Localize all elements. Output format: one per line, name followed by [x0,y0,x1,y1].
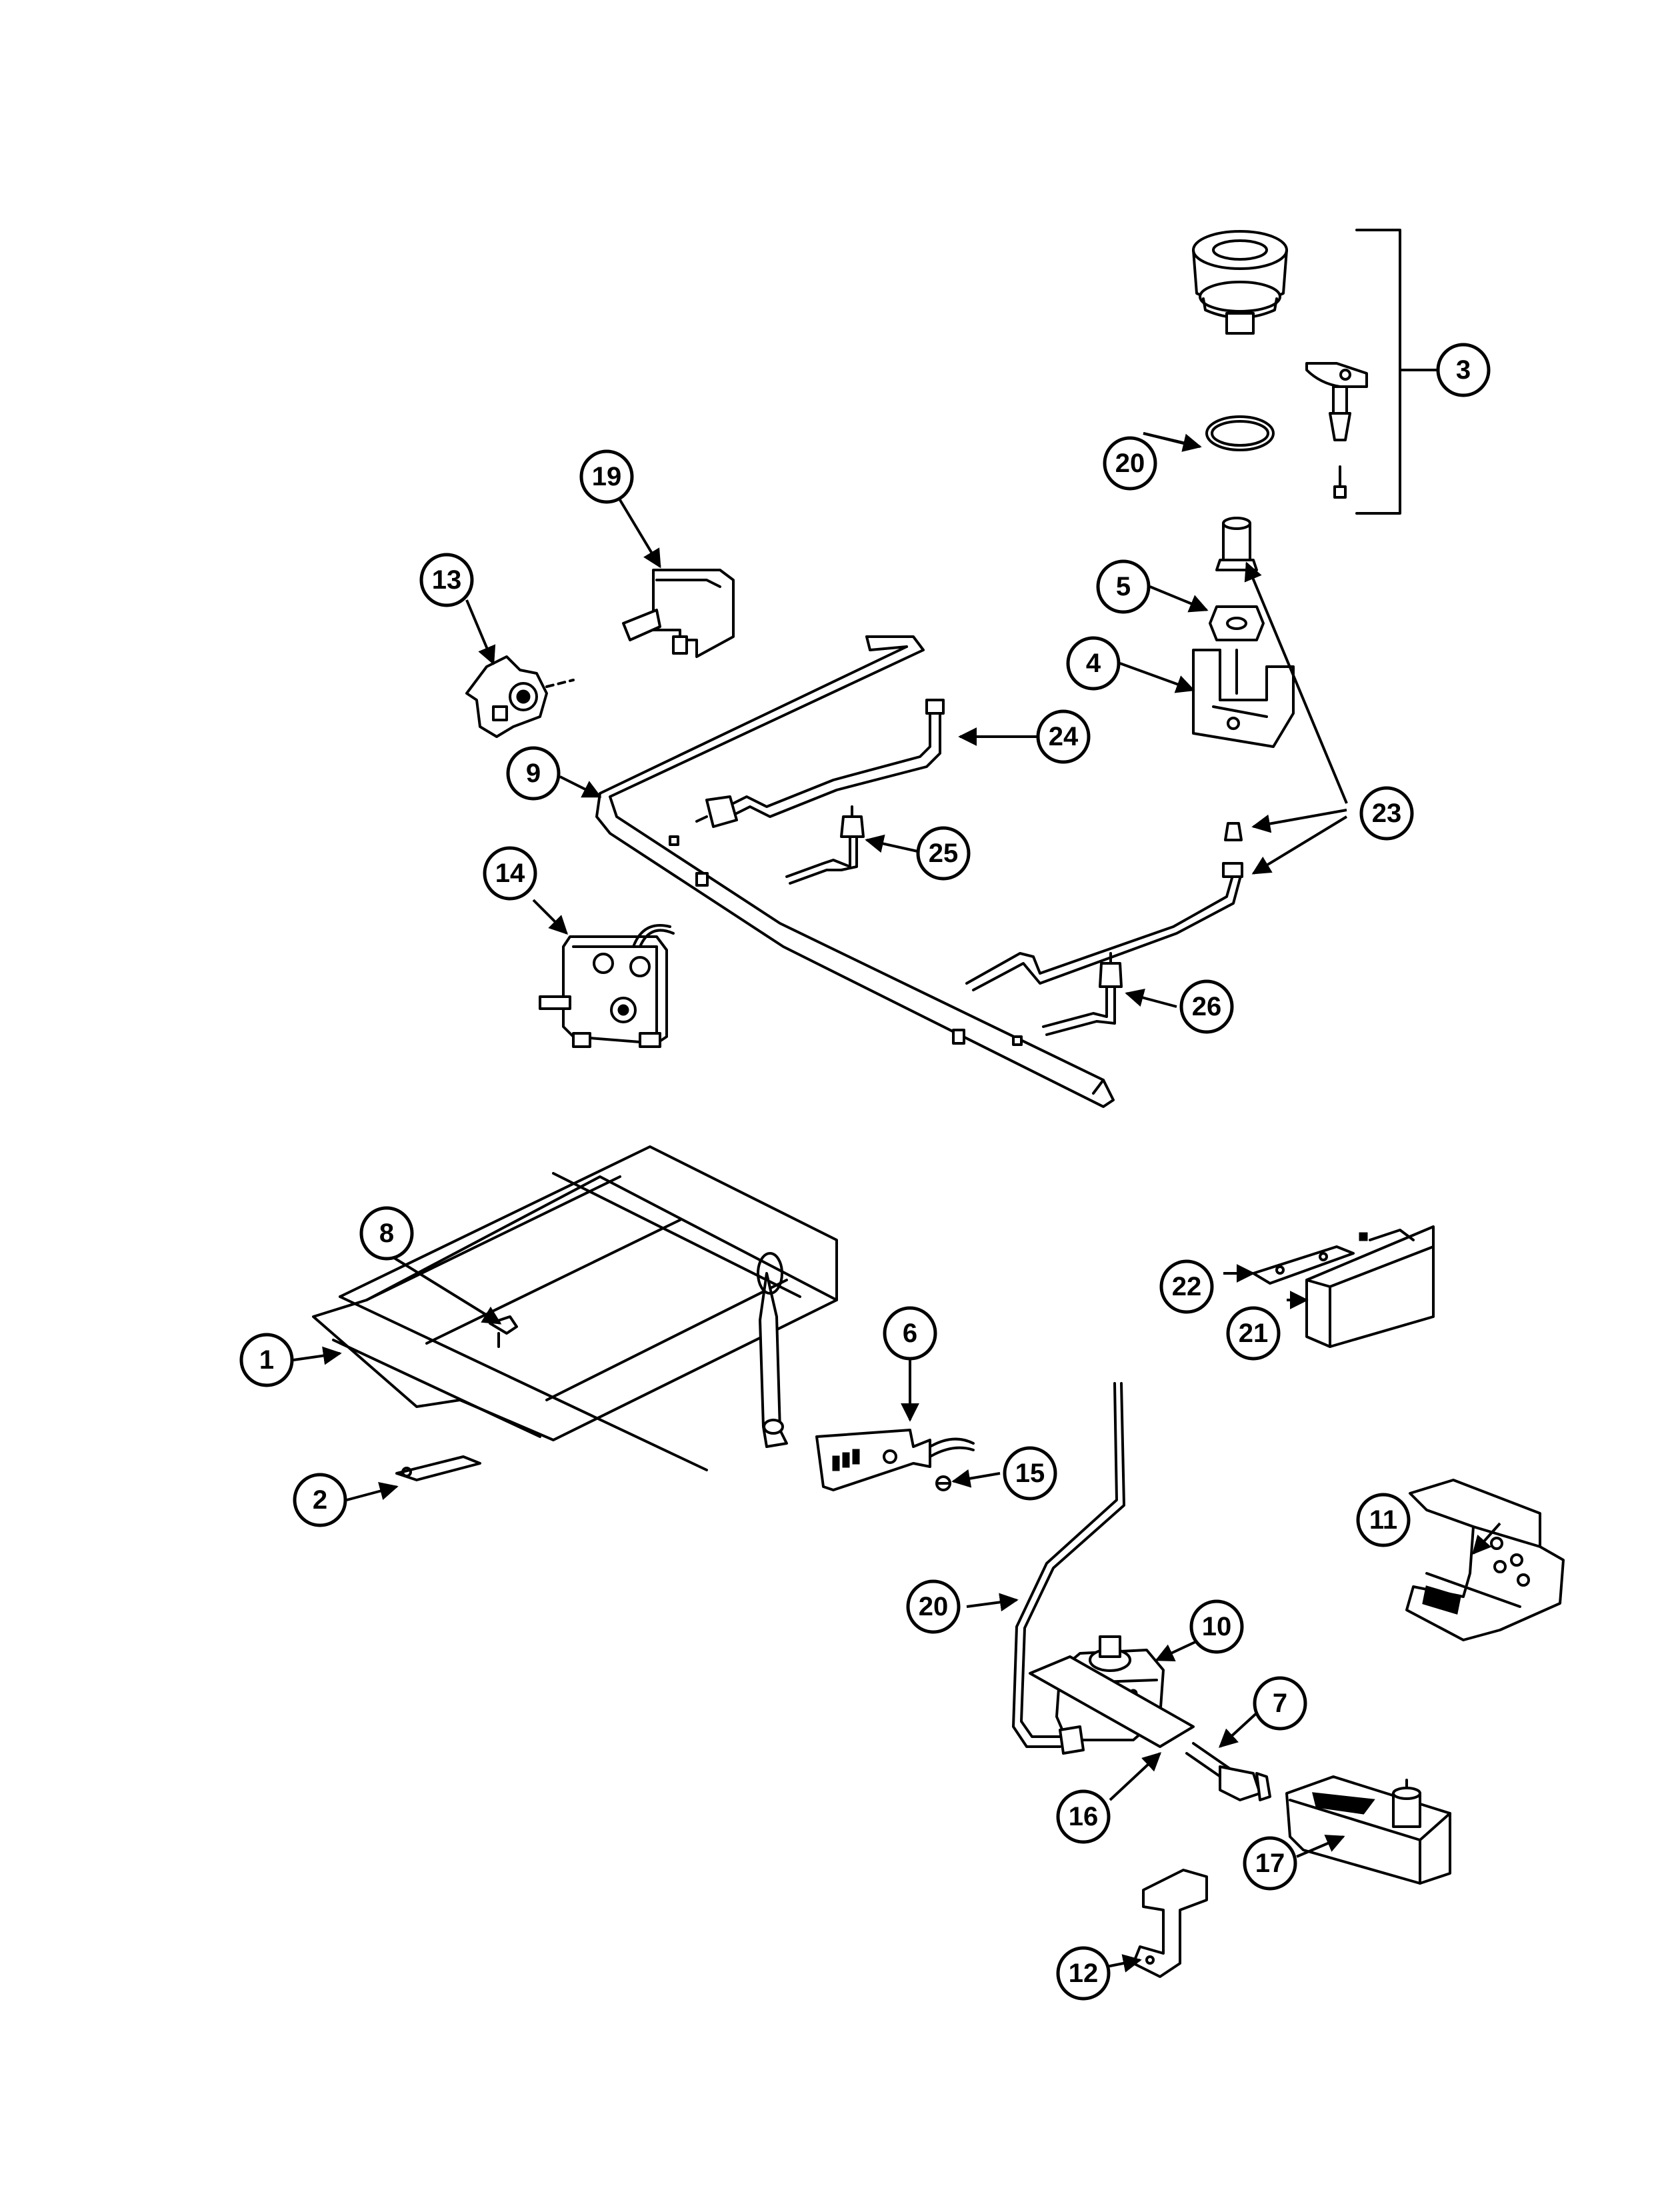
callout-4: 4 [1066,636,1121,691]
burner-shield-part [312,1145,838,1471]
igniter-bracket-part [1305,362,1368,499]
callout-22: 22 [1159,1259,1214,1314]
callout-2: 2 [293,1473,347,1527]
callout-4-label: 4 [1086,649,1101,678]
callout-15-label: 15 [1015,1459,1045,1488]
thermostat-part [539,924,675,1048]
callout-20-upper-label: 20 [1115,449,1145,478]
callout-16: 16 [1056,1789,1111,1844]
bracket-11-part [1405,1479,1565,1641]
module-21-part [1305,1225,1435,1348]
callout-1-label: 1 [259,1345,274,1375]
callout-10: 10 [1189,1599,1244,1654]
callout-6-label: 6 [903,1319,917,1348]
callout-13: 13 [419,553,474,607]
callout-14-label: 14 [495,859,525,888]
callout-21: 21 [1226,1306,1281,1361]
bracket-12-part [1132,1869,1208,1978]
tube-26-part [1042,952,1123,1036]
bracket-16-part [1029,1655,1195,1748]
callout-9: 9 [506,746,561,801]
callout-7-label: 7 [1273,1689,1287,1718]
igniter-part [815,1429,975,1491]
tube-25-part [785,805,865,885]
callout-8-label: 8 [379,1219,394,1248]
callout-26-label: 26 [1192,992,1222,1021]
callout-12: 12 [1056,1946,1111,2001]
callout-12-label: 12 [1069,1959,1099,1988]
callout-6: 6 [883,1306,937,1361]
leader-lines [293,432,1501,1973]
callout-10-label: 10 [1202,1612,1232,1641]
bracket-2-part [395,1455,481,1481]
bracket-22-part [1252,1245,1355,1285]
callout-24: 24 [1036,709,1091,764]
callout-23-label: 23 [1372,799,1402,828]
o-ring-part [1205,415,1275,451]
callout-8: 8 [359,1206,414,1261]
callout-19: 19 [579,449,634,504]
burner-support-bracket-part [1192,649,1295,748]
callout-24-label: 24 [1049,722,1079,751]
callout-23: 23 [1359,786,1414,841]
callout-15: 15 [1003,1446,1057,1501]
callout-14: 14 [483,846,537,901]
callout-17-label: 17 [1255,1849,1285,1878]
callout-2-label: 2 [313,1485,327,1515]
callout-11-label: 11 [1369,1505,1397,1535]
tube-24-part [695,699,945,828]
screw-15-part [935,1475,951,1491]
callout-20-lower: 20 [906,1579,961,1634]
callout-1: 1 [239,1333,294,1387]
callout-17: 17 [1243,1836,1297,1891]
gas-line-part [1012,1382,1125,1748]
valve-17-part [1285,1775,1451,1885]
switch-part [622,569,735,658]
callout-19-label: 19 [592,462,622,491]
callout-25-label: 25 [929,839,959,868]
callout-7: 7 [1253,1676,1307,1731]
callout-9-label: 9 [526,759,541,788]
callout-26: 26 [1179,979,1234,1034]
callout-21-label: 21 [1239,1319,1269,1348]
bracket-3 [1355,229,1437,515]
callout-20-lower-label: 20 [919,1592,949,1621]
callout-16-label: 16 [1069,1802,1099,1831]
orifice-part [1215,517,1258,571]
callout-11: 11 [1356,1493,1411,1547]
nut-part [1209,605,1265,641]
manifold-pipe-part [595,635,1115,1108]
callout-3-label: 3 [1456,355,1471,385]
burner-head-part [1192,230,1288,335]
tube-23-part [965,822,1243,991]
fitting-7-part [1185,1742,1271,1801]
wing-nut-part [489,1315,518,1348]
callout-25: 25 [916,826,971,881]
valve-small-part [465,655,575,738]
callout-13-label: 13 [432,565,462,595]
callout-3: 3 [1436,343,1491,397]
callout-5-label: 5 [1116,572,1131,601]
callout-5: 5 [1096,559,1151,614]
callout-22-label: 22 [1172,1272,1202,1301]
callout-20-upper: 20 [1103,436,1157,491]
